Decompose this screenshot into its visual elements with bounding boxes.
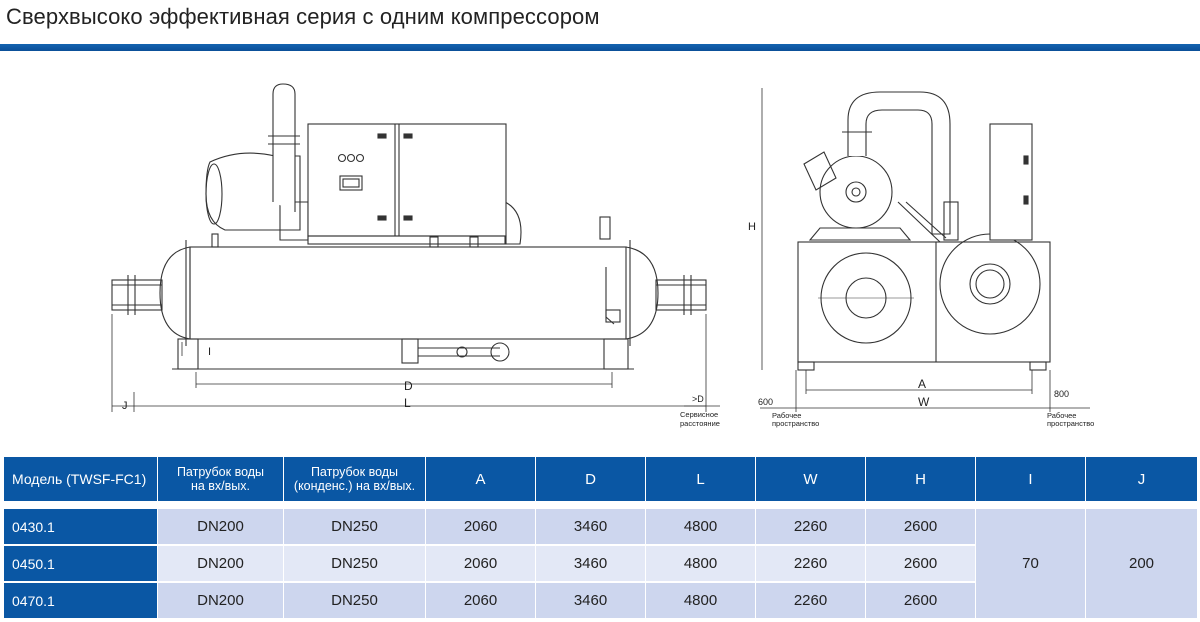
header-L: L xyxy=(646,457,756,501)
row-W: 2260 xyxy=(756,509,866,546)
row-cond: DN250 xyxy=(284,509,426,546)
row-D: 3460 xyxy=(536,509,646,546)
row-L: 4800 xyxy=(646,509,756,546)
row-H: 2600 xyxy=(866,509,976,546)
control-display xyxy=(339,175,363,191)
row-evap: DN200 xyxy=(158,546,284,583)
header-D: D xyxy=(536,457,646,501)
header-H: H xyxy=(866,457,976,501)
row-D: 3460 xyxy=(536,583,646,620)
dim-D-label: D xyxy=(404,379,413,393)
dim-600-label: 600 xyxy=(758,397,773,407)
discharge-pipe xyxy=(272,83,296,212)
title-underline-bar xyxy=(0,44,1200,51)
dim-gtD-label: >D xyxy=(692,394,704,404)
row-L: 4800 xyxy=(646,583,756,620)
service-distance-label-1: Сервисное xyxy=(680,410,718,419)
header-J: J xyxy=(1086,457,1198,501)
header-I: I xyxy=(976,457,1086,501)
side-view: I D L J >D Сервисное расстояние xyxy=(111,83,720,428)
right-water-nozzle xyxy=(655,279,707,311)
header-W: W xyxy=(756,457,866,501)
service-distance-label-2: расстояние xyxy=(680,419,720,428)
row-H: 2600 xyxy=(866,583,976,620)
chiller-technical-drawing: I D L J >D Сервисное расстояние xyxy=(111,83,1094,428)
merged-I-value: 70 xyxy=(976,509,1086,620)
page-title: Сверхвысоко эффективная серия с одним ко… xyxy=(6,4,600,29)
row-W: 2260 xyxy=(756,546,866,583)
right-end-cap xyxy=(625,246,659,340)
work-space-left-label-2: пространство xyxy=(772,419,819,428)
merged-J-value: 200 xyxy=(1086,509,1198,620)
left-end-cap xyxy=(159,246,191,340)
front-view: H A W 600 800 Рабочее пространство Рабоч… xyxy=(748,88,1094,428)
row-D: 3460 xyxy=(536,546,646,583)
dim-L-label: L xyxy=(404,396,411,410)
row-evap: DN200 xyxy=(158,509,284,546)
work-space-right-label-1: Рабочее xyxy=(1047,411,1076,420)
row-A: 2060 xyxy=(426,546,536,583)
row-cond: DN250 xyxy=(284,546,426,583)
table-row: 0450.1 DN200 DN250 2060 3460 4800 2260 2… xyxy=(4,546,1198,583)
header-model: Модель (TWSF-FC1) xyxy=(4,457,158,501)
header-A: A xyxy=(426,457,536,501)
left-support-leg xyxy=(177,338,199,370)
row-L: 4800 xyxy=(646,546,756,583)
right-support-leg xyxy=(603,338,629,370)
shell-body xyxy=(189,246,627,340)
row-cond: DN250 xyxy=(284,583,426,620)
left-water-nozzle xyxy=(111,279,163,311)
table-row: 0470.1 DN200 DN250 2060 3460 4800 2260 2… xyxy=(4,583,1198,620)
dim-I-label: I xyxy=(208,346,211,358)
dim-H-label: H xyxy=(748,221,756,233)
row-H: 2600 xyxy=(866,546,976,583)
work-space-left-label-1: Рабочее xyxy=(772,411,801,420)
dim-A-label: A xyxy=(918,377,926,391)
row-A: 2060 xyxy=(426,583,536,620)
table-row: 0430.1 DN200 DN250 2060 3460 4800 2260 2… xyxy=(4,509,1198,620)
row-W: 2260 xyxy=(756,583,866,620)
dim-W-label: W xyxy=(918,395,930,409)
work-space-right-label-2: пространство xyxy=(1047,419,1094,428)
dim-800-label: 800 xyxy=(1054,389,1069,399)
row-model: 0450.1 xyxy=(4,546,158,583)
row-evap: DN200 xyxy=(158,583,284,620)
front-control-cabinet xyxy=(989,123,1033,241)
row-A: 2060 xyxy=(426,509,536,546)
row-model: 0470.1 xyxy=(4,583,158,620)
front-base-panel xyxy=(797,241,1051,363)
row-model: 0430.1 xyxy=(4,509,158,546)
dim-J-label: J xyxy=(122,400,128,412)
header-cond-nozzle: Патрубок воды(конденс.) на вх/вых. xyxy=(284,457,426,501)
